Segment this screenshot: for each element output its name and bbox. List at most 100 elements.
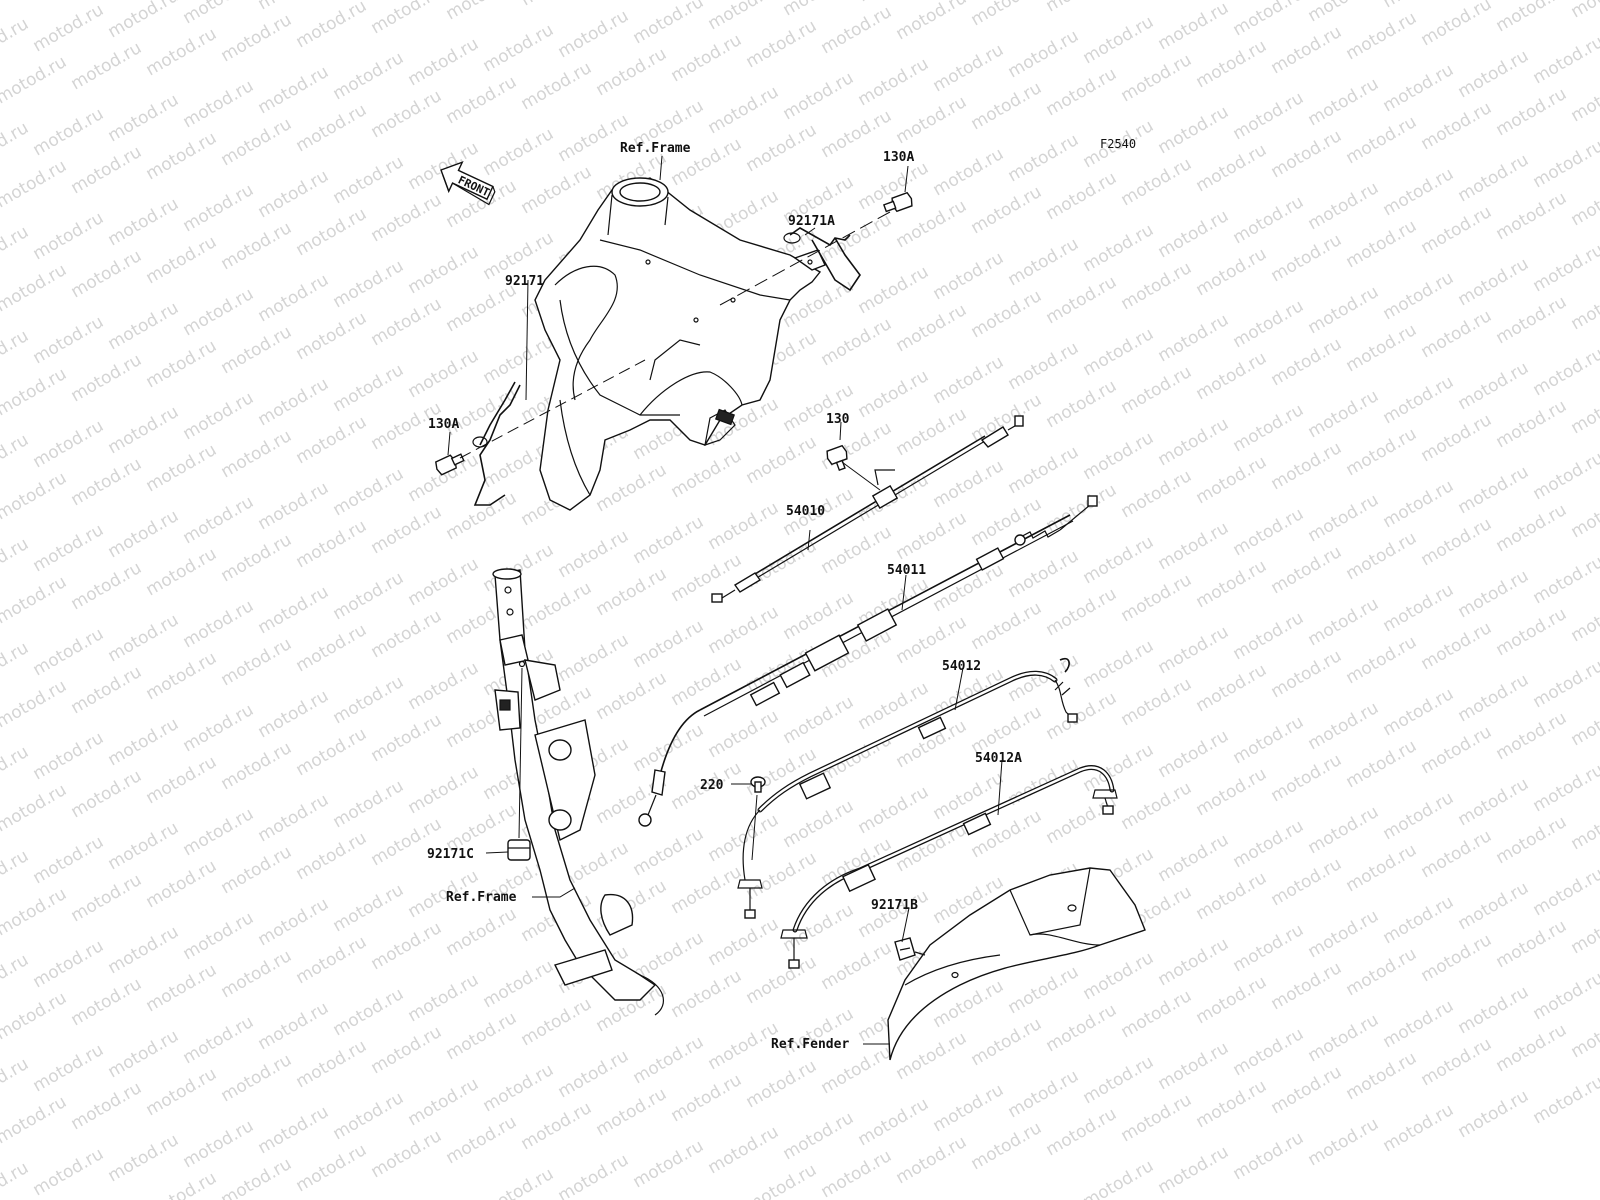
watermark-text: motod.ru bbox=[143, 336, 221, 392]
watermark-text: motod.ru bbox=[1155, 622, 1233, 678]
watermark-text: motod.ru bbox=[855, 678, 933, 734]
watermark-text: motod.ru bbox=[0, 534, 32, 590]
watermark-text: motod.ru bbox=[105, 90, 183, 146]
watermark-text: motod.ru bbox=[893, 300, 971, 356]
watermark-text: motod.ru bbox=[1380, 60, 1458, 116]
watermark-text: motod.ru bbox=[893, 1132, 971, 1188]
watermark-text: motod.ru bbox=[1268, 750, 1346, 806]
watermark-text: motod.ru bbox=[1343, 944, 1421, 1000]
watermark-text: motod.ru bbox=[293, 724, 371, 780]
watermark-text: motod.ru bbox=[180, 700, 258, 756]
watermark-text: motod.ru bbox=[218, 946, 296, 1002]
watermark-text: motod.ru bbox=[1380, 684, 1458, 740]
watermark-text: motod.ru bbox=[105, 610, 183, 666]
watermark-text: motod.ru bbox=[218, 1154, 296, 1200]
watermark-text: motod.ru bbox=[1568, 694, 1600, 750]
watermark-text: motod.ru bbox=[180, 804, 258, 860]
watermark-text: motod.ru bbox=[143, 128, 221, 184]
watermark-text: motod.ru bbox=[1380, 580, 1458, 636]
watermark-text: motod.ru bbox=[630, 1032, 708, 1088]
watermark-text: motod.ru bbox=[930, 352, 1008, 408]
front-arrow-icon: FRONT bbox=[440, 161, 496, 206]
watermark-text: motod.ru bbox=[1493, 916, 1571, 972]
watermark-text: motod.ru bbox=[180, 284, 258, 340]
watermark-text: motod.ru bbox=[1343, 528, 1421, 584]
watermark-text: motod.ru bbox=[1455, 774, 1533, 830]
watermark-text: motod.ru bbox=[855, 886, 933, 942]
watermark-text: motod.ru bbox=[180, 596, 258, 652]
watermark-text: motod.ru bbox=[1530, 760, 1600, 816]
watermark-text: motod.ru bbox=[0, 0, 70, 4]
watermark-text: motod.ru bbox=[143, 24, 221, 80]
watermark-text: motod.ru bbox=[668, 1070, 746, 1126]
watermark-text: motod.ru bbox=[818, 314, 896, 370]
watermark-text: motod.ru bbox=[1193, 764, 1271, 820]
watermark-text: motod.ru bbox=[30, 624, 108, 680]
watermark-text: motod.ru bbox=[1530, 344, 1600, 400]
watermark-text: motod.ru bbox=[1043, 376, 1121, 432]
watermark-text: motod.ru bbox=[1080, 532, 1158, 588]
watermark-text: motod.ru bbox=[1193, 140, 1271, 196]
watermark-text: motod.ru bbox=[30, 520, 108, 576]
watermark-text: motod.ru bbox=[1418, 1034, 1496, 1090]
watermark-text: motod.ru bbox=[1043, 272, 1121, 328]
watermark-text: motod.ru bbox=[668, 654, 746, 710]
watermark-text: motod.ru bbox=[1493, 1020, 1571, 1076]
leader-lines bbox=[447, 155, 1003, 1045]
watermark-text: motod.ru bbox=[143, 1064, 221, 1120]
watermark-text: motod.ru bbox=[1493, 708, 1571, 764]
clamp-92171-icon bbox=[472, 381, 521, 506]
watermark-text: motod.ru bbox=[368, 86, 446, 142]
watermark-text: motod.ru bbox=[1268, 334, 1346, 390]
watermark-text: motod.ru bbox=[1530, 656, 1600, 712]
watermark-text: motod.ru bbox=[68, 558, 146, 614]
watermark-text: motod.ru bbox=[368, 1022, 446, 1078]
watermark-text: motod.ru bbox=[0, 118, 32, 174]
watermark-text: motod.ru bbox=[405, 762, 483, 818]
watermark-text: motod.ru bbox=[443, 1112, 521, 1168]
watermark-text: motod.ru bbox=[743, 1056, 821, 1112]
watermark-text: motod.ru bbox=[0, 1092, 70, 1148]
watermark-text: motod.ru bbox=[968, 702, 1046, 758]
watermark-text: motod.ru bbox=[743, 1160, 821, 1200]
watermark-text: motod.ru bbox=[68, 766, 146, 822]
watermark-text: motod.ru bbox=[1080, 324, 1158, 380]
cable-54011-drawing bbox=[638, 495, 1098, 827]
watermark-text: motod.ru bbox=[1230, 1024, 1308, 1080]
watermark-text: motod.ru bbox=[143, 752, 221, 808]
watermark-text: motod.ru bbox=[593, 668, 671, 724]
watermark-text: motod.ru bbox=[0, 742, 32, 798]
watermark-text: motod.ru bbox=[218, 1050, 296, 1106]
watermark-text: motod.ru bbox=[255, 374, 333, 430]
watermark-text: motod.ru bbox=[1155, 1142, 1233, 1198]
watermark-text: motod.ru bbox=[143, 648, 221, 704]
watermark-text: motod.ru bbox=[1193, 556, 1271, 612]
watermark-text: motod.ru bbox=[368, 606, 446, 662]
watermark-text: motod.ru bbox=[68, 1078, 146, 1134]
watermark-text: motod.ru bbox=[180, 388, 258, 444]
watermark-text: motod.ru bbox=[30, 728, 108, 784]
watermark-text: motod.ru bbox=[368, 294, 446, 350]
watermark-text: motod.ru bbox=[1455, 462, 1533, 518]
watermark-text: motod.ru bbox=[480, 1164, 558, 1200]
watermark-text: motod.ru bbox=[405, 34, 483, 90]
watermark-text: motod.ru bbox=[68, 246, 146, 302]
watermark-text: motod.ru bbox=[1230, 192, 1308, 248]
watermark-text: motod.ru bbox=[143, 440, 221, 496]
watermark-text: motod.ru bbox=[968, 182, 1046, 238]
watermark-text: motod.ru bbox=[1568, 0, 1600, 22]
lower-frame-drawing bbox=[492, 568, 664, 1016]
watermark-text: motod.ru bbox=[218, 426, 296, 482]
watermark-text: motod.ru bbox=[1155, 830, 1233, 886]
watermark-text: motod.ru bbox=[1268, 646, 1346, 702]
watermark-text: motod.ru bbox=[1043, 1104, 1121, 1160]
watermark-text: motod.ru bbox=[593, 564, 671, 620]
watermark-text: motod.ru bbox=[1455, 982, 1533, 1038]
watermark-text: motod.ru bbox=[293, 1140, 371, 1196]
watermark-text: motod.ru bbox=[1530, 1072, 1600, 1128]
watermark-text: motod.ru bbox=[1455, 878, 1533, 934]
screw-220-icon bbox=[750, 776, 766, 793]
watermark-text: motod.ru bbox=[443, 0, 521, 24]
